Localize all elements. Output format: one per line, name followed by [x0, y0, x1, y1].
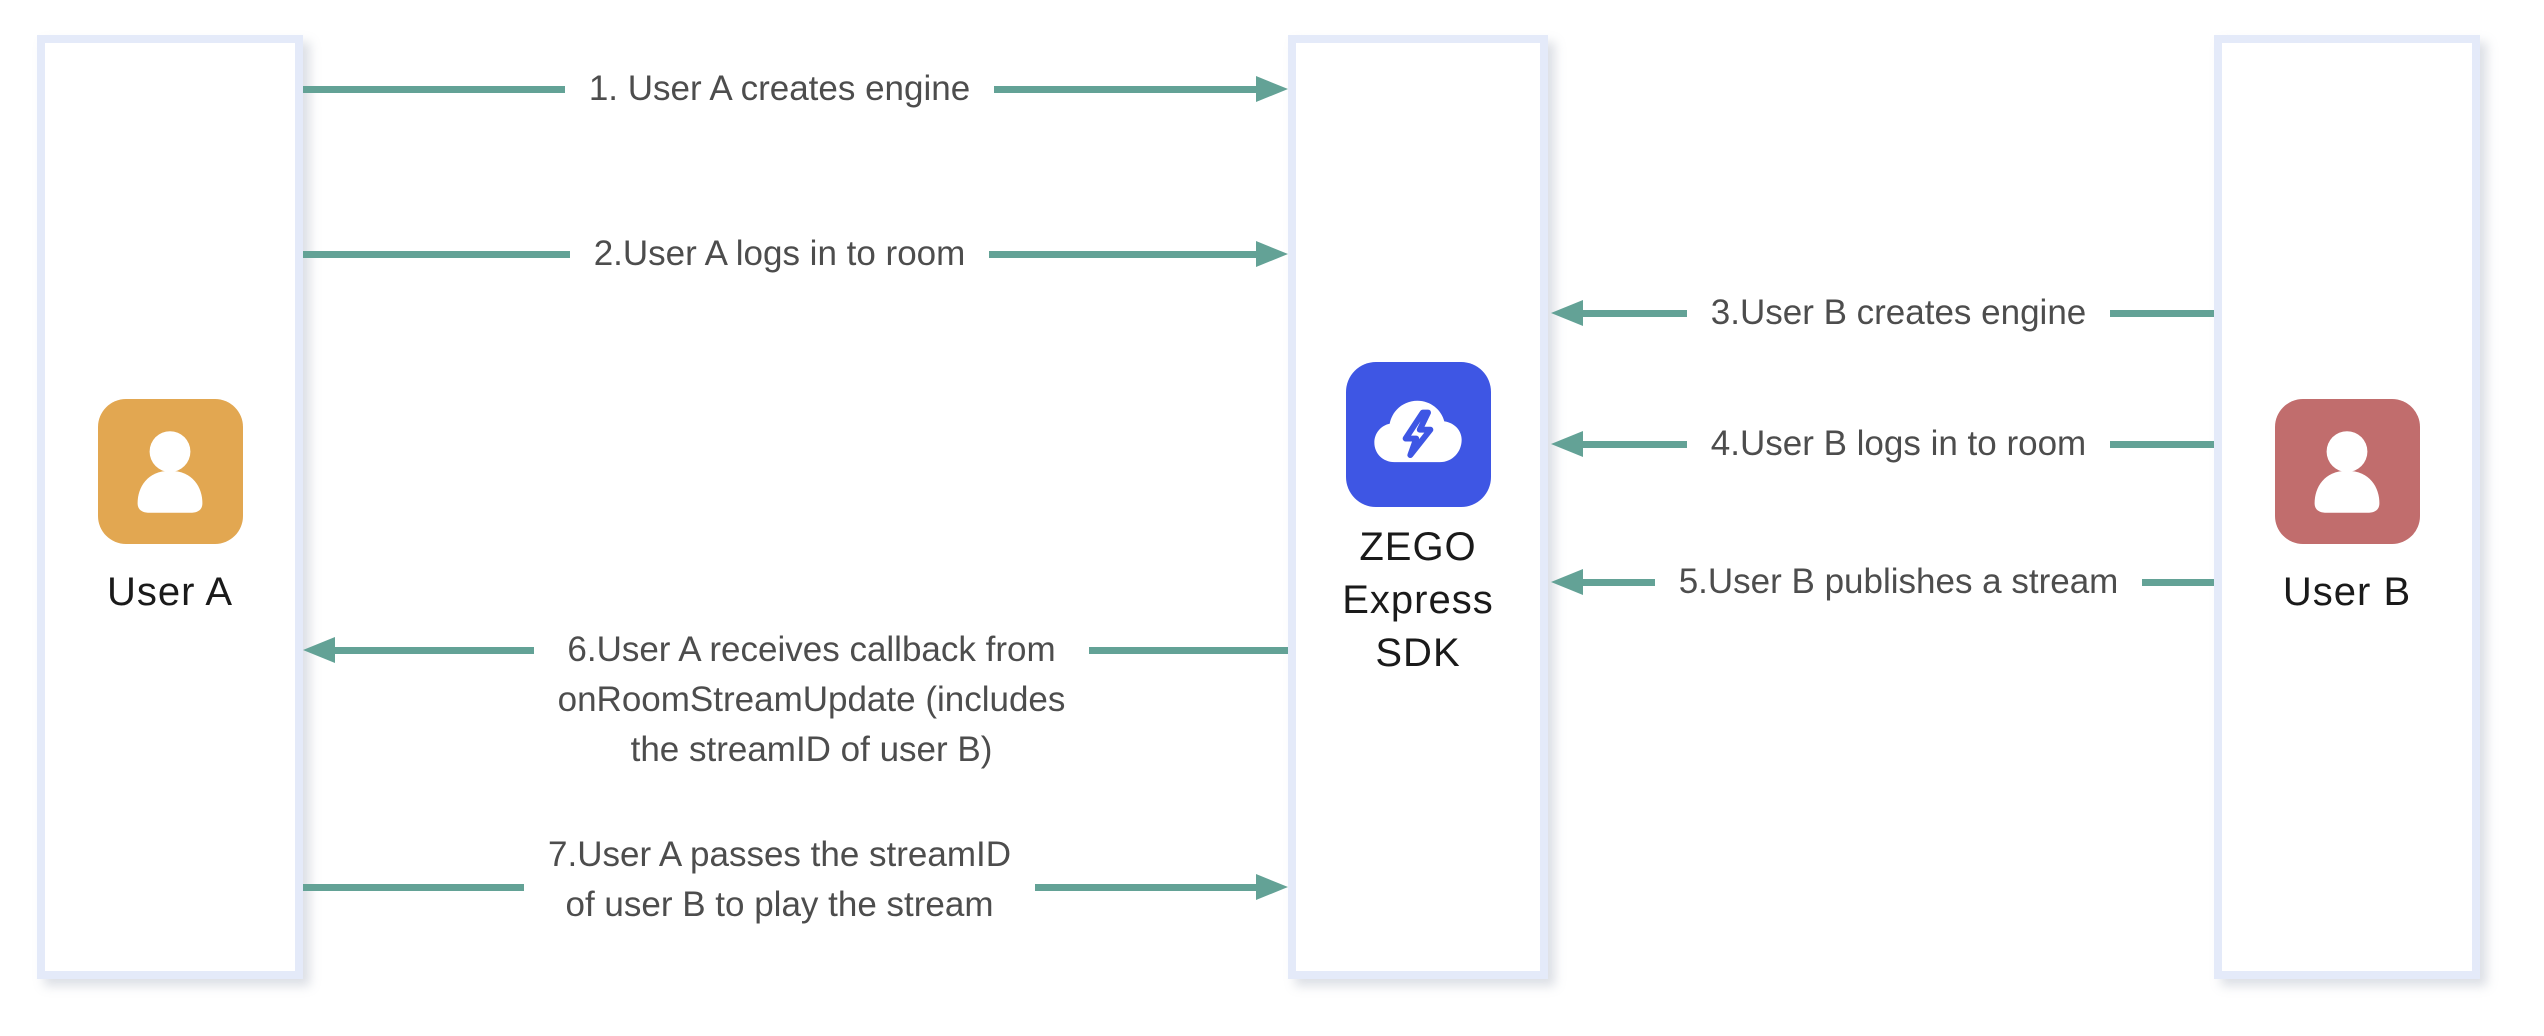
person-icon [2314, 430, 2380, 513]
arrowhead-left-icon [1551, 300, 1583, 326]
sdk-label-line: ZEGO [1359, 525, 1477, 569]
sdk-label-line: SDK [1375, 631, 1461, 675]
arrow-line [989, 250, 1257, 258]
arrow-6-label-line: the streamID of user B) [630, 730, 993, 769]
arrow-5-user-b-publishes-stream: 5.User B publishes a stream [1551, 562, 2215, 601]
arrow-2-user-a-logs-in: 2.User A logs in to room [303, 234, 1289, 273]
arrow-line [1583, 440, 1687, 448]
actor-box-user-b: User B [2214, 35, 2480, 979]
arrowhead-right-icon [1256, 874, 1289, 900]
arrow-5-label: 5.User B publishes a stream [1678, 562, 2119, 601]
arrow-line [1583, 578, 1655, 586]
arrowhead-left-icon [1551, 569, 1583, 595]
person-icon [137, 430, 203, 513]
arrowhead-right-icon [1256, 76, 1288, 102]
arrow-7-label: 7.User A passes the streamID of user B t… [524, 830, 1035, 930]
arrow-4-user-b-logs-in: 4.User B logs in to room [1551, 424, 2214, 463]
sdk-label: ZEGO Express SDK [1342, 521, 1494, 680]
arrow-line [303, 250, 570, 258]
arrow-line [303, 883, 525, 891]
arrow-7-play-stream: 7.User A passes the streamID of user B t… [303, 835, 1289, 924]
arrow-3-user-b-creates-engine: 3.User B creates engine [1551, 293, 2215, 332]
arrow-line [994, 85, 1256, 93]
arrow-line [303, 85, 565, 93]
arrow-3-label: 3.User B creates engine [1710, 293, 2087, 332]
arrow-line [1089, 646, 1289, 654]
arrowhead-left-icon [1551, 431, 1583, 457]
arrow-line [335, 646, 534, 654]
arrow-6-label-line: 6.User A receives callback from [567, 630, 1056, 669]
user-a-avatar [97, 399, 243, 544]
arrow-line [1035, 883, 1257, 891]
arrow-2-label: 2.User A logs in to room [593, 234, 966, 273]
arrow-line [1583, 309, 1687, 317]
arrow-line [2142, 578, 2215, 586]
arrow-4-label: 4.User B logs in to room [1710, 424, 2087, 463]
user-b-label: User B [2282, 570, 2412, 614]
arrow-line [2110, 440, 2214, 448]
arrow-7-label-line: 7.User A passes the streamID [548, 835, 1011, 874]
arrow-6-callback-stream-update: 6.User A receives callback from onRoomSt… [303, 630, 1289, 769]
arrowhead-right-icon [1256, 241, 1289, 267]
zego-cloud-icon [1345, 362, 1491, 507]
sdk-box: ZEGO Express SDK [1288, 35, 1548, 979]
arrow-1-label: 1. User A creates engine [588, 69, 971, 108]
arrow-6-label: 6.User A receives callback from onRoomSt… [534, 625, 1090, 775]
arrow-6-label-line: onRoomStreamUpdate (includes [557, 680, 1066, 719]
arrow-1-user-a-creates-engine: 1. User A creates engine [303, 69, 1288, 108]
actor-box-user-a: User A [37, 35, 303, 979]
arrow-line [2110, 309, 2215, 317]
user-b-avatar [2274, 399, 2420, 544]
arrowhead-left-icon [303, 637, 335, 663]
cloud-lightning-icon [1374, 400, 1462, 462]
sdk-label-line: Express [1342, 578, 1494, 622]
user-a-label: User A [106, 570, 234, 614]
arrow-7-label-line: of user B to play the stream [565, 885, 994, 924]
